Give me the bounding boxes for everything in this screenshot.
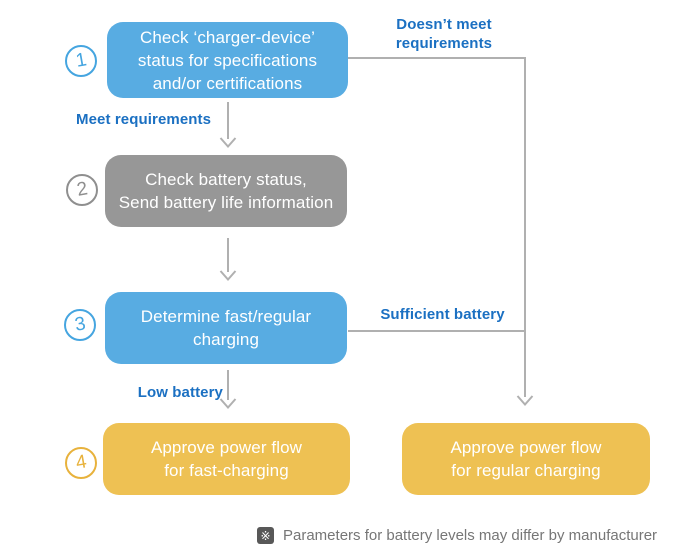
arrowhead-step1-step2 — [219, 137, 237, 149]
step-4-box-fast-charging: Approve power flow for fast-charging — [103, 423, 350, 495]
footnote: ※ Parameters for battery levels may diff… — [257, 527, 657, 544]
label-low-battery: Low battery — [137, 384, 223, 401]
step-1-box: Check ‘charger-device’ status for specif… — [107, 22, 348, 98]
label-doesnt-meet-line-2: requirements — [395, 35, 493, 52]
step-2-box: Check battery status, Send battery life … — [105, 155, 347, 227]
label-sufficient-battery: Sufficient battery — [380, 306, 505, 323]
label-doesnt-meet-line-1: Doesn’t meet — [396, 16, 492, 33]
step-3-number: 3 — [72, 313, 87, 336]
label-meet-requirements: Meet requirements — [76, 111, 212, 128]
regular-charging-line-1: Approve power flow — [450, 438, 602, 457]
step-4-line-1: Approve power flow — [150, 438, 303, 457]
step-1-number-circle: 1 — [65, 45, 97, 77]
label-doesnt-meet-requirements: Doesn’t meet requirements — [378, 15, 510, 53]
step-2-number: 2 — [74, 178, 89, 201]
step-3-line-2: charging — [192, 330, 259, 349]
regular-charging-line-2: for regular charging — [451, 461, 601, 480]
step-1-line-3: and/or certifications — [152, 73, 303, 93]
arrowhead-step2-step3 — [219, 270, 237, 282]
reference-mark-icon: ※ — [257, 527, 274, 544]
step-3-number-circle: 3 — [64, 309, 96, 341]
step-1-number: 1 — [73, 49, 88, 72]
step-1-line-2: status for specifications — [137, 50, 318, 70]
step-2-line-2: Send battery life information — [118, 193, 334, 212]
step-2-number-circle: 2 — [66, 174, 98, 206]
step-1-line-1: Check ‘charger-device’ — [139, 27, 316, 47]
step-4-number-circle: 4 — [65, 447, 97, 479]
regular-charging-box: Approve power flow for regular charging — [402, 423, 650, 495]
footnote-text: Parameters for battery levels may differ… — [283, 527, 658, 544]
arrowhead-regular-charging — [516, 395, 534, 407]
step-2-line-1: Check battery status, — [145, 170, 307, 189]
step-4-line-2: for fast-charging — [164, 461, 289, 480]
step-4-number: 4 — [73, 451, 88, 474]
step-3-box: Determine fast/regular charging — [105, 292, 347, 364]
line-doesnt-meet-path — [348, 57, 526, 397]
step-3-line-1: Determine fast/regular — [140, 307, 312, 326]
